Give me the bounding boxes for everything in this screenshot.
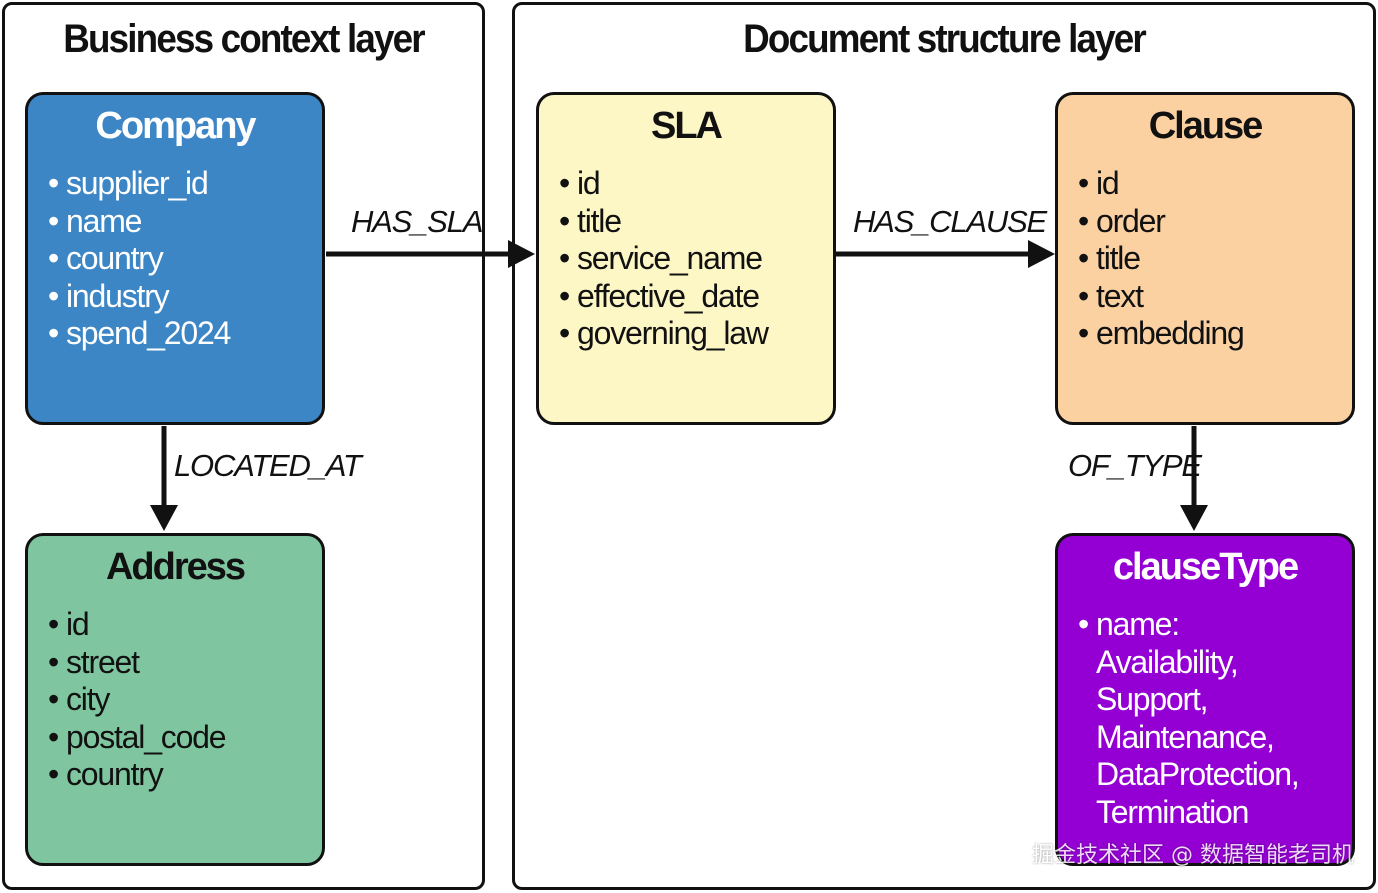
clause-property: •id	[1078, 165, 1120, 201]
clause-type-value: Availability,	[1096, 643, 1239, 680]
sla-property: •id	[559, 165, 601, 201]
clause-type-value: DataProtection,	[1096, 756, 1300, 792]
document-layer-title: Document structure layer	[743, 17, 1147, 61]
company-property: •spend_2024	[48, 315, 231, 351]
business-layer-title: Business context layer	[63, 17, 425, 61]
company-node[interactable]: Company •supplier_id •name •country •ind…	[25, 92, 325, 425]
has-sla-edge[interactable]	[326, 240, 535, 268]
address-property: •postal_code	[48, 718, 227, 755]
company-property: •industry	[48, 277, 170, 314]
address-node[interactable]: Address •id •street •city •postal_code •…	[25, 533, 325, 866]
sla-node-title: SLA	[651, 105, 723, 147]
sla-property: •title	[559, 202, 622, 239]
clause-property-list: •id •order •title •text •embedding	[1078, 165, 1245, 353]
company-property-list: •supplier_id •name •country •industry •s…	[48, 165, 231, 353]
clause-property: •order	[1078, 202, 1166, 239]
address-node-title: Address	[105, 546, 246, 588]
sla-property: •effective_date	[559, 277, 760, 314]
clause-type-value: Termination	[1096, 793, 1249, 830]
clause-property: •embedding	[1078, 315, 1245, 351]
clause-node[interactable]: Clause •id •order •title •text •embeddin…	[1055, 92, 1355, 425]
has-clause-label: HAS_CLAUSE	[853, 204, 1047, 239]
of-type-edge[interactable]	[1180, 426, 1208, 531]
sla-property: •governing_law	[559, 315, 769, 351]
address-property: •street	[48, 643, 140, 680]
clause-property: •text	[1078, 277, 1144, 314]
clause-type-value: Maintenance,	[1096, 718, 1275, 755]
clause-property: •title	[1078, 240, 1141, 276]
of-type-label: OF_TYPE	[1068, 448, 1202, 483]
sla-node[interactable]: SLA •id •title •service_name •effective_…	[536, 92, 836, 425]
sla-property-list: •id •title •service_name •effective_date…	[559, 165, 769, 353]
sla-property: •service_name	[559, 240, 763, 276]
company-property: •supplier_id	[48, 165, 209, 201]
company-property: •name	[48, 202, 142, 239]
company-property: •country	[48, 240, 164, 276]
clause-type-node-title: clauseType	[1112, 546, 1299, 588]
has-clause-edge[interactable]	[836, 240, 1055, 268]
watermark: 掘金技术社区 @ 数据智能老司机	[1032, 843, 1354, 868]
clause-type-property: •name: Availability, Support, Maintenanc…	[1078, 606, 1300, 830]
address-property: •city	[48, 681, 110, 717]
clause-type-value: Support,	[1096, 681, 1209, 717]
clause-type-node[interactable]: clauseType •name: Availability, Support,…	[1055, 533, 1355, 866]
located-at-edge[interactable]	[150, 426, 178, 531]
company-node-title: Company	[95, 105, 256, 147]
has-sla-label: HAS_SLA	[351, 204, 483, 239]
clause-type-property-list: •name: Availability, Support, Maintenanc…	[1078, 606, 1300, 831]
address-property-list: •id •street •city •postal_code •country	[48, 606, 227, 794]
address-property: •id	[48, 606, 90, 642]
clause-node-title: Clause	[1148, 105, 1264, 147]
address-property: •country	[48, 756, 164, 792]
located-at-label: LOCATED_AT	[174, 448, 362, 483]
